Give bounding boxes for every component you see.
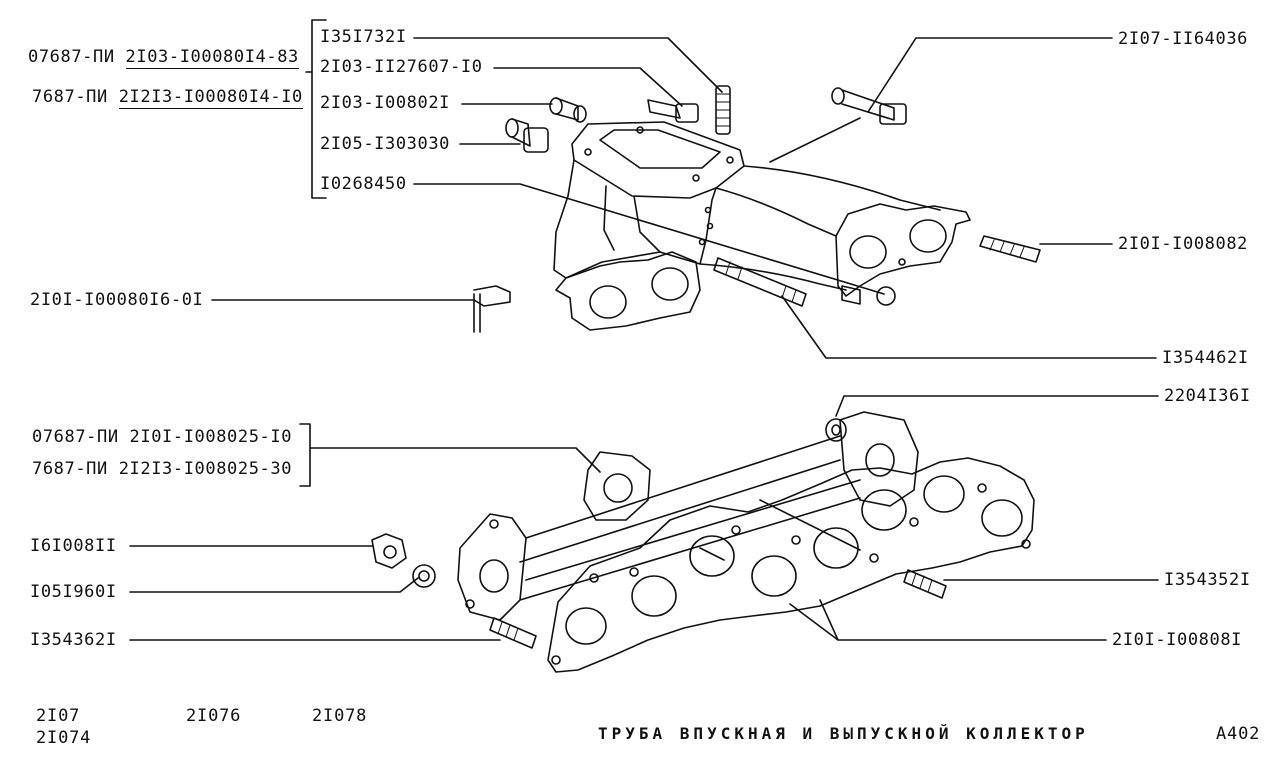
bottom-group-row2: 7687-ПИ 2I2I3-I008025-30 — [32, 460, 292, 478]
stud-2I0I-I008082 — [979, 235, 1041, 263]
bottom-group-row2-code: 2I2I3-I008025-30 — [118, 459, 293, 479]
leader-I0268450 — [413, 183, 885, 295]
nut-I6I008II — [371, 533, 407, 569]
washer-2204I36I — [825, 418, 847, 442]
stud-I354352I — [903, 569, 947, 599]
left-label-4: I354362I — [30, 630, 117, 650]
leader-I354462I — [781, 295, 1157, 359]
left-label-2: I6I008II — [30, 536, 117, 556]
page-number: A402 — [1216, 724, 1261, 744]
leader-2I0I-I00808I — [789, 599, 1107, 641]
fitting-2I0I-I00080I6-0I — [473, 285, 511, 333]
leader-bottom-group — [309, 447, 601, 473]
footer-model-4: 2I078 — [312, 706, 368, 726]
bolt-2I07-II64036 — [831, 87, 907, 125]
right-label-4: 2204I36I — [1164, 386, 1251, 406]
footer-model-1: 2I07 — [36, 706, 81, 726]
footer-model-3: 2I076 — [186, 706, 242, 726]
stud-I35I732I — [715, 85, 731, 135]
fitting-2I03-II27607-I0 — [647, 99, 699, 123]
intake-manifold — [553, 121, 971, 331]
leader-2204I36I — [835, 395, 1159, 417]
top-group-label-3: 2I03-I00802I — [320, 93, 451, 113]
leader-center-stud — [759, 499, 861, 551]
leader-2I03-II27607-I0 — [493, 67, 683, 107]
top-left-row2-code: 2I2I3-I00080I4-I0 — [118, 87, 303, 109]
right-label-5: I354352I — [1164, 570, 1251, 590]
right-label-2: 2I0I-I008082 — [1118, 234, 1249, 254]
footer-model-2: 2I074 — [36, 728, 92, 748]
left-label-1: 2I0I-I00080I6-0I — [30, 290, 204, 310]
bottom-group-row1-code: 2I0I-I008025-I0 — [129, 427, 293, 447]
top-left-row1: 07687-ПИ 2I03-I00080I4-83 — [28, 47, 299, 69]
right-label-3: I354462I — [1162, 348, 1249, 368]
right-label-6: 2I0I-I00808I — [1112, 630, 1243, 650]
washer-I05I960I — [412, 564, 436, 588]
top-group-bracket — [311, 19, 327, 199]
top-left-row2-prefix: 7687-ПИ — [32, 87, 108, 107]
top-left-row1-prefix: 07687-ПИ — [28, 47, 115, 67]
bottom-group-row2-prefix: 7687-ПИ — [32, 459, 108, 479]
exhaust-manifold — [457, 411, 919, 621]
stud-I354362I — [489, 617, 537, 649]
top-group-label-5: I0268450 — [320, 174, 407, 194]
leader-I05I960I — [129, 577, 419, 593]
bottom-group-row1-prefix: 07687-ПИ — [32, 427, 119, 447]
diagram-title: ТРУБА ВПУСКНАЯ И ВЫПУСКНОЙ КОЛЛЕКТОР — [598, 724, 1089, 743]
top-group-label-1: I35I732I — [320, 27, 407, 47]
stud-I354462I — [713, 257, 807, 307]
bottom-group-bracket — [299, 423, 311, 487]
top-left-row2: 7687-ПИ 2I2I3-I00080I4-I0 — [32, 87, 303, 109]
fitting-2I05-I303030 — [505, 118, 549, 153]
bottom-group-row1: 07687-ПИ 2I0I-I008025-I0 — [32, 428, 292, 446]
right-label-1: 2I07-II64036 — [1118, 29, 1249, 49]
top-group-label-4: 2I05-I303030 — [320, 134, 451, 154]
top-group-label-2: 2I03-II27607-I0 — [320, 57, 483, 77]
top-left-row1-code: 2I03-I00080I4-83 — [125, 47, 299, 69]
left-label-3: I05I960I — [30, 582, 117, 602]
leader-2I07-II64036 — [769, 37, 1113, 163]
fitting-2I03-I00802I — [549, 97, 587, 123]
leader-I35I732I — [413, 37, 723, 93]
gasket-outer — [547, 457, 1035, 673]
